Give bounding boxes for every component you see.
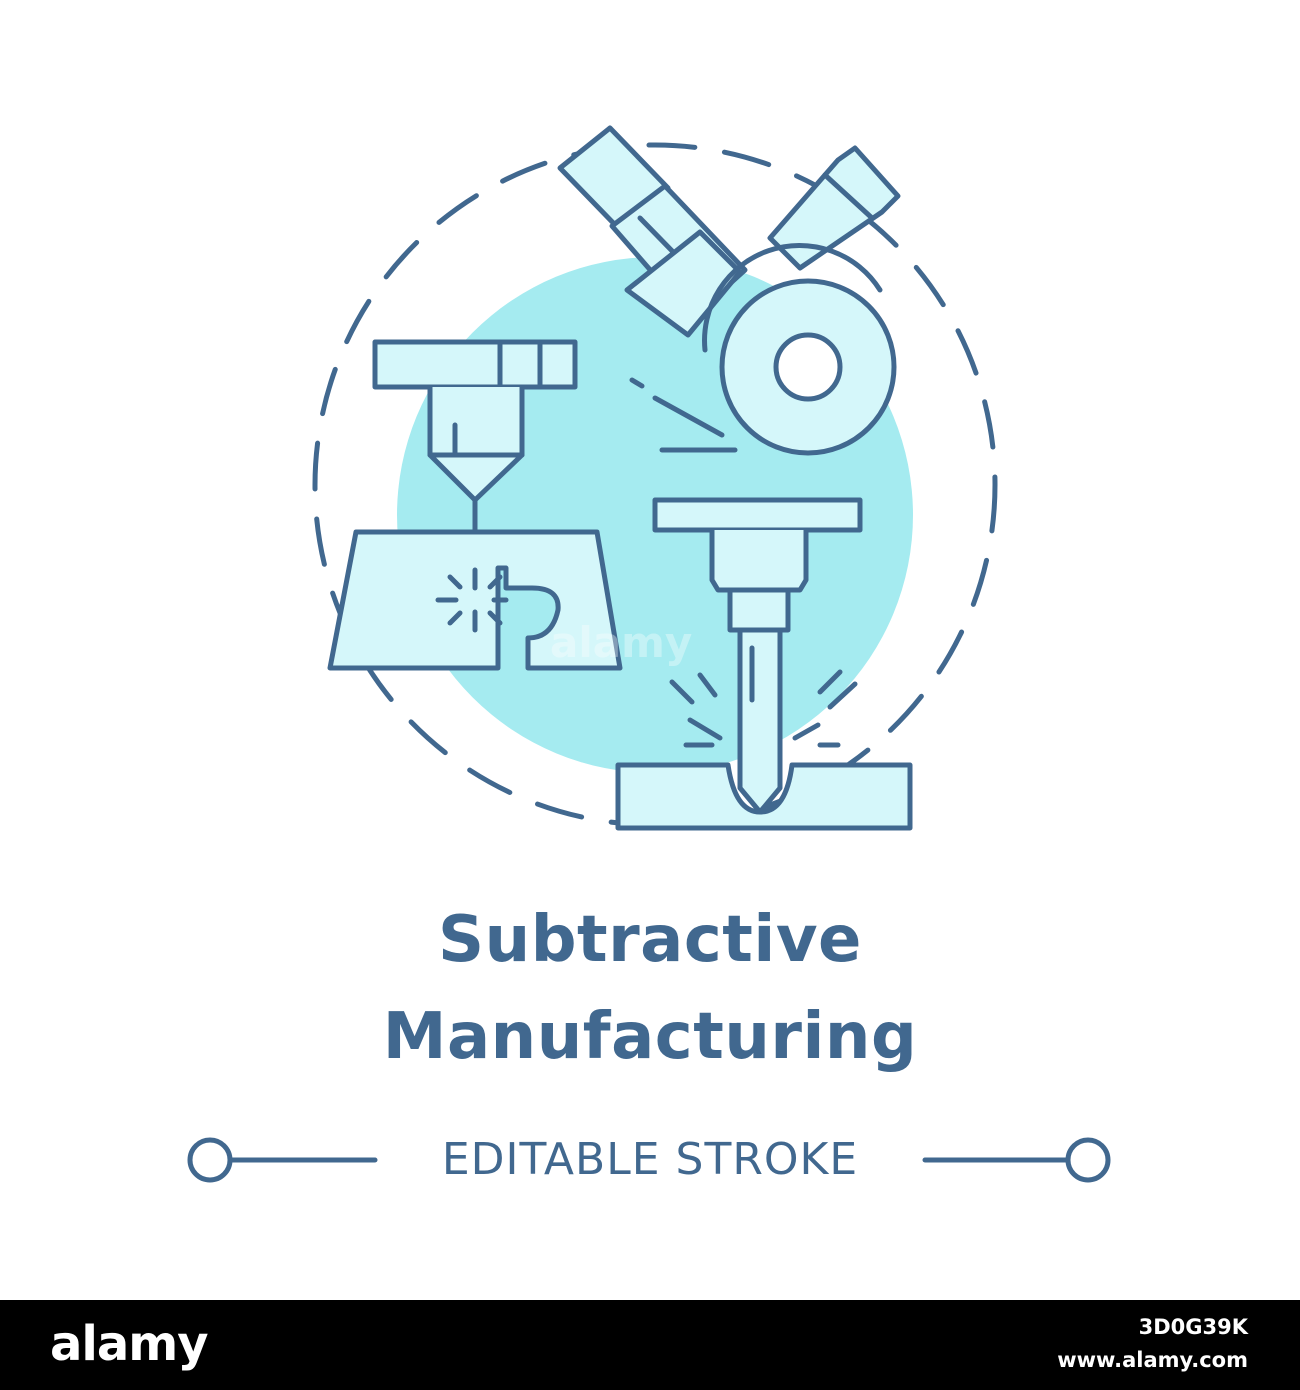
editable-stroke-connector bbox=[187, 1137, 1111, 1183]
laser-cutter-icon bbox=[327, 339, 623, 671]
editable-stroke-label: EDITABLE STROKE bbox=[441, 1134, 859, 1185]
subtractive-manufacturing-illustration bbox=[187, 125, 1111, 1183]
footer-image-id: 3D0G39K bbox=[1138, 1315, 1248, 1339]
footer-url: www.alamy.com bbox=[1057, 1348, 1248, 1372]
title-line-1: Subtractive bbox=[438, 903, 862, 977]
footer-brand-logo: alamy bbox=[50, 1316, 209, 1372]
connector-dot-right bbox=[1065, 1137, 1111, 1183]
footer-bar: alamy 3D0G39K www.alamy.com bbox=[0, 1300, 1300, 1390]
angle-grinder-icon bbox=[557, 125, 901, 456]
title-line-2: Manufacturing bbox=[382, 1000, 918, 1074]
drill-press-icon bbox=[615, 497, 913, 831]
watermark: alamy bbox=[550, 618, 693, 667]
